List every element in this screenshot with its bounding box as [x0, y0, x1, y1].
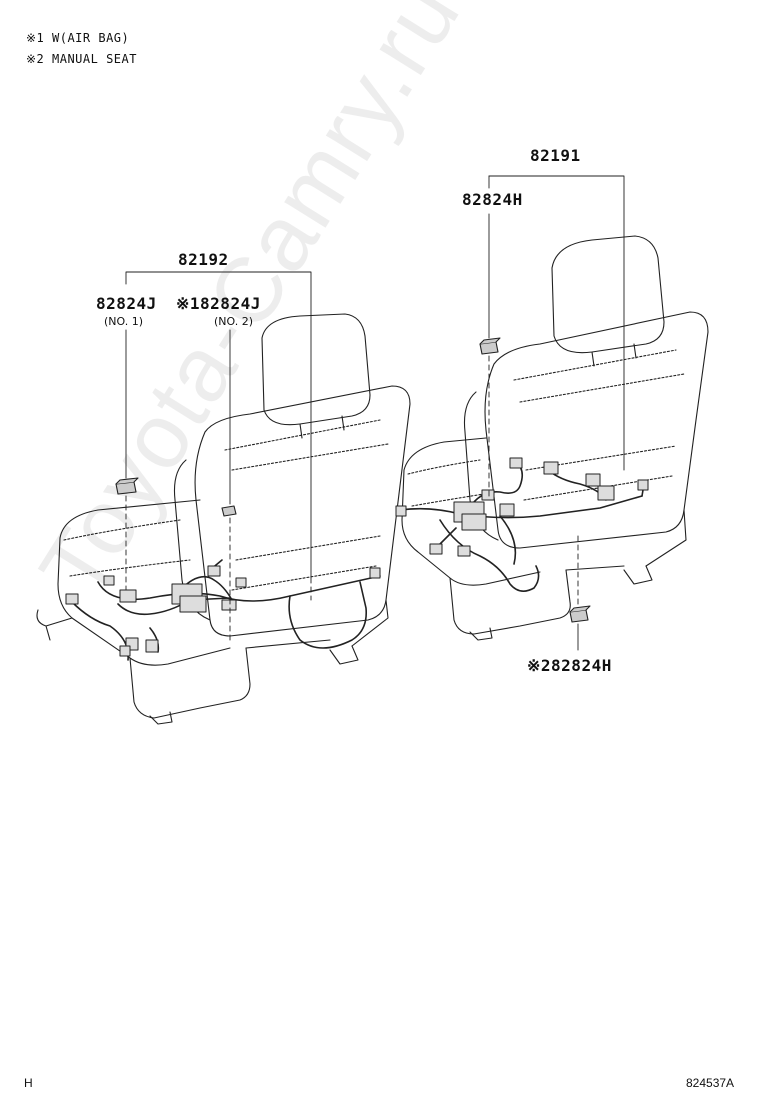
right-harness-connectors [395, 457, 649, 557]
connector-82824H-bottom [569, 605, 591, 623]
left-harness-connectors [65, 565, 381, 657]
connector-82824H-top [479, 337, 501, 355]
left-seat [36, 313, 411, 725]
right-leader-lines [488, 175, 625, 651]
connector-82824J-no2 [221, 505, 237, 517]
label-82191: 82191 [530, 146, 581, 165]
left-leader-lines [125, 271, 312, 641]
label-82824J-no1: 82824J [96, 294, 157, 313]
diagram-id: 824537A [686, 1076, 735, 1090]
note-no1: (NO. 1) [104, 315, 144, 328]
note-no2: (NO. 2) [214, 315, 254, 328]
legend-item-airbag: ※1 W(AIR BAG) [26, 31, 130, 45]
label-82192: 82192 [178, 250, 229, 269]
right-seat [401, 235, 709, 641]
right-seat-harness [399, 461, 645, 592]
connector-82824J-no1 [115, 477, 139, 495]
footer-left: H [24, 1076, 33, 1090]
label-82824H-top: 82824H [462, 190, 523, 209]
label-82824H-bottom: ※282824H [527, 656, 612, 675]
label-82824J-no2: ※182824J [176, 294, 261, 313]
legend-item-manual-seat: ※2 MANUAL SEAT [26, 52, 137, 66]
legend: ※1 W(AIR BAG) ※2 MANUAL SEAT [26, 28, 137, 70]
